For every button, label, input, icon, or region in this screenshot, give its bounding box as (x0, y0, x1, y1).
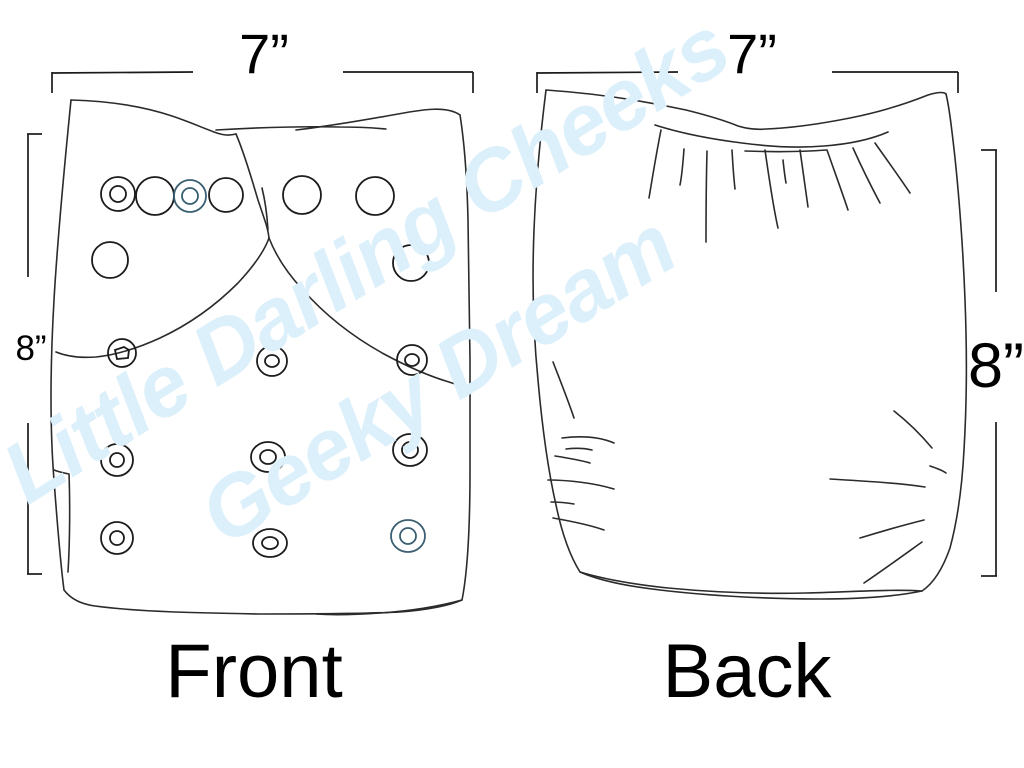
snap-rise2-left[interactable] (100, 443, 134, 477)
front-center-top-edge (215, 125, 387, 131)
back-height-dimension (981, 149, 997, 577)
back-view-label: Back (663, 629, 833, 714)
back-bottom-edge (579, 571, 923, 595)
front-diaper-drawing (50, 99, 471, 616)
snap-rise1-left[interactable] (107, 338, 137, 368)
snap-rise1-right[interactable] (396, 344, 428, 376)
front-right-wing-seam (268, 237, 469, 389)
front-height-dimension (27, 133, 42, 575)
back-top-edge (545, 89, 947, 131)
front-view-label: Front (165, 629, 342, 714)
front-left-wing-top-edge (70, 99, 237, 136)
front-left-wing-seam (55, 133, 270, 359)
back-elastic-casing-line (654, 124, 889, 148)
snap-rise2-center[interactable] (250, 441, 286, 473)
snap-hip-left[interactable] (91, 241, 129, 279)
snap-hip-right[interactable] (392, 244, 430, 282)
front-snaps-group (91, 175, 430, 558)
front-width-dimension (51, 71, 474, 93)
front-lower-left-step (53, 469, 71, 573)
back-elastic-inner-line (744, 149, 827, 153)
snap-rise3-center[interactable] (252, 528, 288, 558)
back-outline-path (532, 89, 968, 600)
snap-wing-4[interactable] (208, 177, 244, 213)
front-width-label: 7” (239, 22, 289, 85)
back-right-leg-gathers (829, 410, 947, 584)
front-right-wing-top-edge (295, 108, 461, 131)
snap-rise2-right[interactable] (392, 433, 428, 467)
back-height-label: 8” (968, 331, 1024, 401)
snap-wing-3[interactable] (173, 179, 207, 213)
snap-wing-5[interactable] (282, 175, 322, 215)
front-wing-crossing-notch (261, 187, 269, 231)
back-waist-gathers (648, 129, 911, 243)
front-outline-path (50, 99, 471, 615)
back-width-label: 7” (727, 22, 777, 85)
snap-rise1-center[interactable] (256, 345, 288, 377)
front-height-label: 8” (15, 329, 46, 368)
snap-rise3-right[interactable] (390, 519, 426, 553)
snap-wing-6[interactable] (355, 176, 395, 216)
back-width-dimension (536, 71, 959, 93)
snap-wing-1[interactable] (100, 176, 136, 212)
back-left-leg-gathers (547, 361, 615, 531)
dimension-lines-group (27, 71, 997, 577)
front-bottom-right-corner (315, 599, 463, 616)
snap-rise3-left[interactable] (100, 521, 134, 555)
back-diaper-drawing (532, 89, 968, 600)
